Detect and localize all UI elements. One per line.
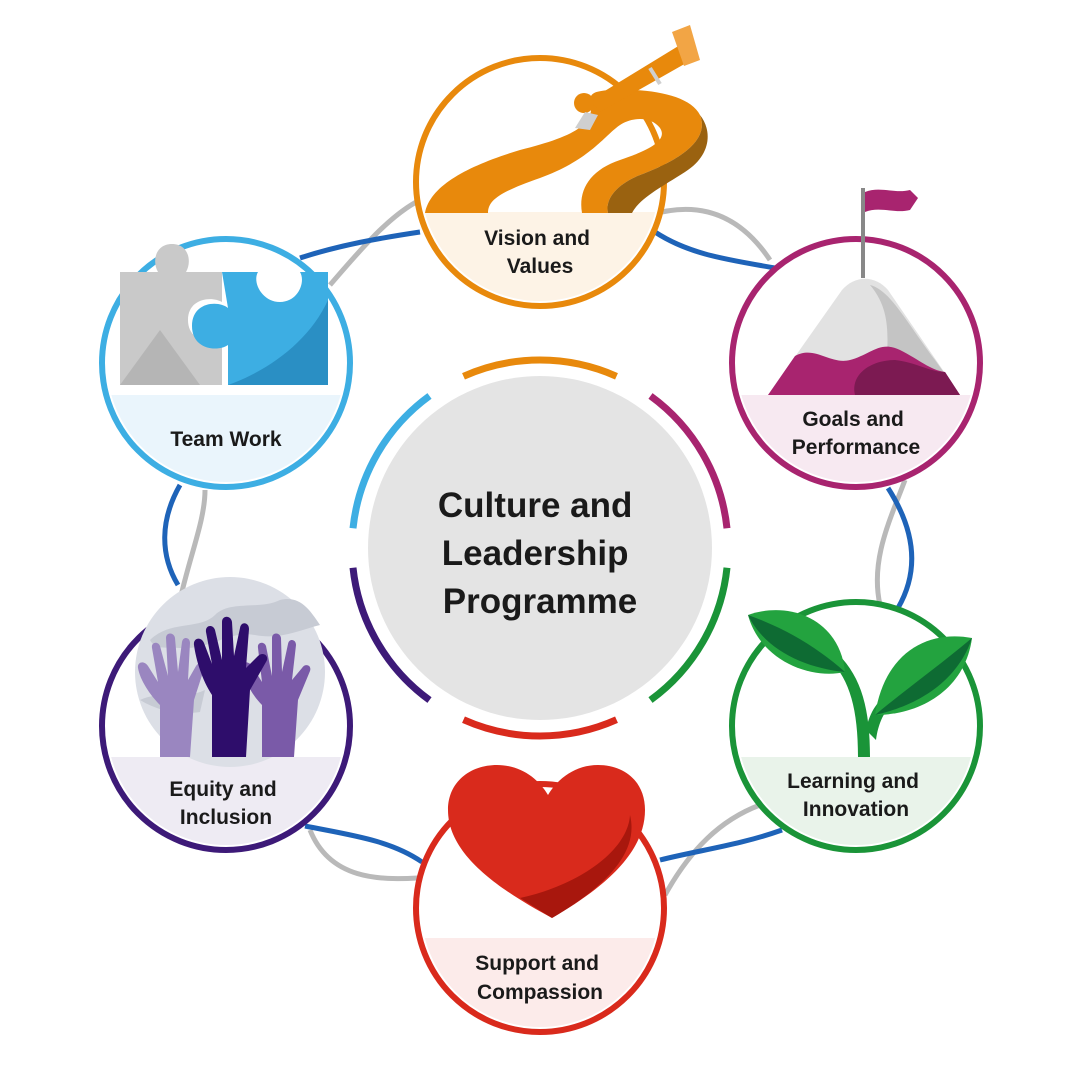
- center-ring-segment-goals: [648, 393, 731, 529]
- link-equity-teamwork-blue: [162, 483, 183, 587]
- link-support-equity-gray: [307, 829, 419, 882]
- node-team-work[interactable]: Team Work: [99, 236, 353, 495]
- node-support-and-compassion[interactable]: Support and Compassion: [413, 765, 667, 1038]
- node-label-line-2: Inclusion: [180, 806, 272, 829]
- node-label: Vision and Values: [484, 227, 596, 278]
- node-label-line-2: Compassion: [477, 981, 603, 1004]
- center-circle: [368, 376, 712, 720]
- node-equity-and-inclusion[interactable]: Equity and Inclusion: [99, 577, 353, 857]
- node-label-line-1: Support and: [475, 952, 599, 975]
- center-title-line-2: Leadership: [442, 534, 629, 573]
- center-ring-segment-vision: [462, 356, 618, 380]
- heart-icon: [448, 765, 645, 918]
- node-label: Goals and Performance: [792, 408, 920, 459]
- node-label-line-2: Innovation: [803, 798, 909, 821]
- link-goals-learning-gray: [874, 479, 908, 606]
- mountain-flag-icon: [768, 188, 960, 395]
- center-ring-segment-support: [462, 716, 618, 740]
- link-teamwork-vision-gray: [328, 197, 422, 287]
- link-equity-teamwork-gray: [177, 489, 208, 601]
- node-label: Learning and Innovation: [787, 770, 925, 821]
- link-support-equity-blue: [304, 823, 424, 865]
- center-ring-segment-equity: [349, 567, 432, 703]
- link-vision-goals-blue: [653, 229, 776, 271]
- puzzle-pieces-icon: [120, 244, 328, 385]
- node-label: Equity and Inclusion: [169, 778, 282, 829]
- node-vision-and-values[interactable]: Vision and Values: [413, 25, 708, 312]
- connector-links: [162, 197, 915, 897]
- node-label-line-1: Equity and: [169, 778, 276, 801]
- node-label-line-1: Goals and: [802, 408, 904, 431]
- link-teamwork-vision-blue: [299, 229, 421, 261]
- center-ring-segment-teamwork: [349, 393, 432, 529]
- node-label-line-1: Learning and: [787, 770, 919, 793]
- link-goals-learning-blue: [885, 486, 915, 610]
- center-ring-segment-learning: [648, 567, 731, 703]
- node-label-line-1: Team Work: [170, 428, 282, 451]
- node-learning-and-innovation[interactable]: Learning and Innovation: [729, 599, 983, 857]
- telescope-icon: [425, 25, 708, 213]
- link-vision-goals-gray: [649, 206, 773, 262]
- node-label-line-2: Values: [507, 255, 574, 278]
- node-goals-and-performance[interactable]: Goals and Performance: [729, 188, 983, 495]
- sprout-icon: [748, 610, 972, 757]
- link-learning-support-gray: [662, 802, 761, 897]
- node-label-line-1: Vision and: [484, 227, 590, 250]
- raised-hands-icon: [135, 577, 325, 767]
- center-colored-ring: [349, 356, 731, 740]
- center-hub: Culture and Leadership Programme: [349, 356, 731, 740]
- node-label: Team Work: [170, 428, 282, 451]
- node-label: Support and Compassion: [475, 952, 605, 1004]
- link-learning-support-blue: [659, 827, 783, 863]
- center-title: Culture and Leadership Programme: [438, 486, 642, 621]
- center-title-line-1: Culture and: [438, 486, 632, 525]
- node-label-line-2: Performance: [792, 436, 920, 459]
- center-title-line-3: Programme: [443, 582, 638, 621]
